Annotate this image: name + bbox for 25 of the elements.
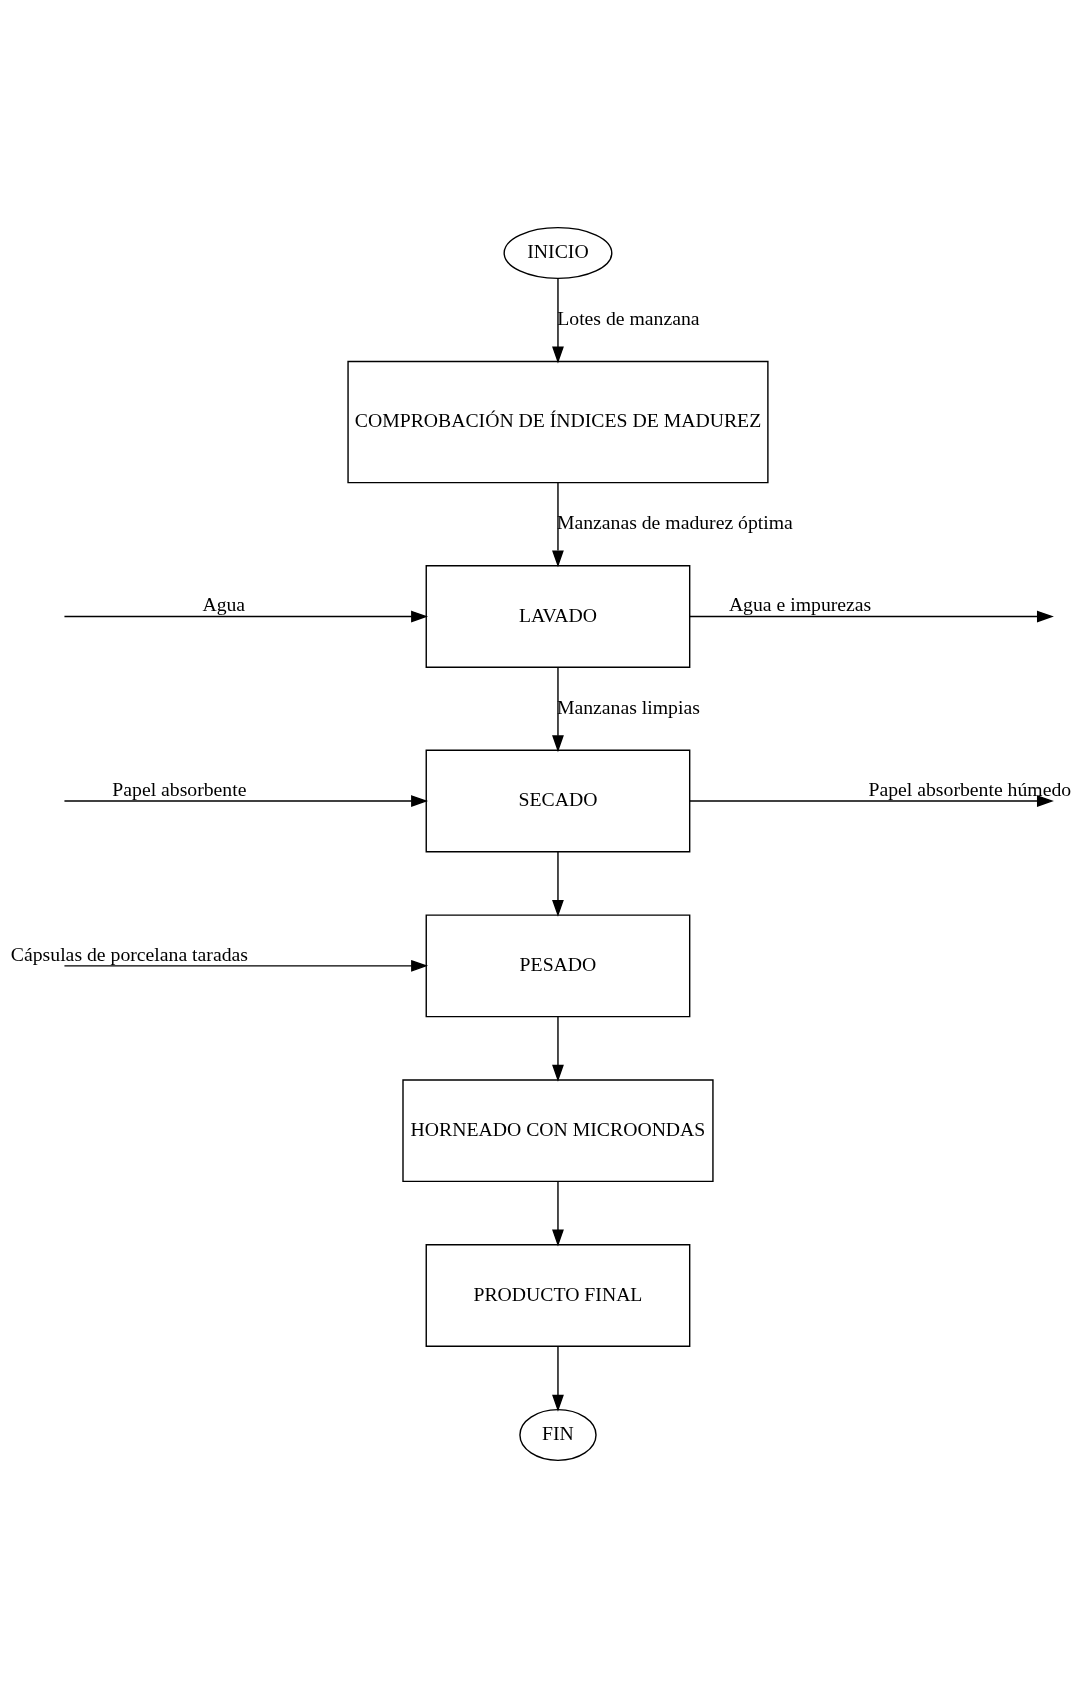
node-ellipse: INICIO <box>503 226 613 280</box>
node-box: HORNEADO CON MICROONDAS <box>402 1079 714 1183</box>
node-box: LAVADO <box>425 565 691 668</box>
node-box: COMPROBACIÓN DE ÍNDICES DE MADUREZ <box>347 360 769 484</box>
arrow <box>552 1016 564 1082</box>
arrow <box>63 959 429 972</box>
arrow <box>63 795 429 807</box>
arrow <box>552 1180 564 1247</box>
node-box: PESADO <box>425 914 691 1018</box>
node-box: PRODUCTO FINAL <box>425 1244 691 1347</box>
arrow <box>689 610 1054 623</box>
edge-label: Cápsulas de porcelana taradas <box>10 942 248 965</box>
arrow <box>63 610 429 623</box>
edge-label: Agua <box>202 593 246 616</box>
node-ellipse: FIN <box>519 1408 597 1462</box>
arrow <box>552 666 564 753</box>
arrow <box>552 851 564 917</box>
node-box: SECADO <box>425 749 691 853</box>
arrow <box>689 795 1054 807</box>
arrow <box>552 1345 564 1412</box>
arrow <box>552 482 564 568</box>
arrow <box>552 277 564 364</box>
edge-label: Papel absorbente <box>112 777 247 800</box>
edge-label: Papel absorbente húmedo <box>868 777 1072 800</box>
edge-label: Agua e impurezas <box>728 593 872 616</box>
